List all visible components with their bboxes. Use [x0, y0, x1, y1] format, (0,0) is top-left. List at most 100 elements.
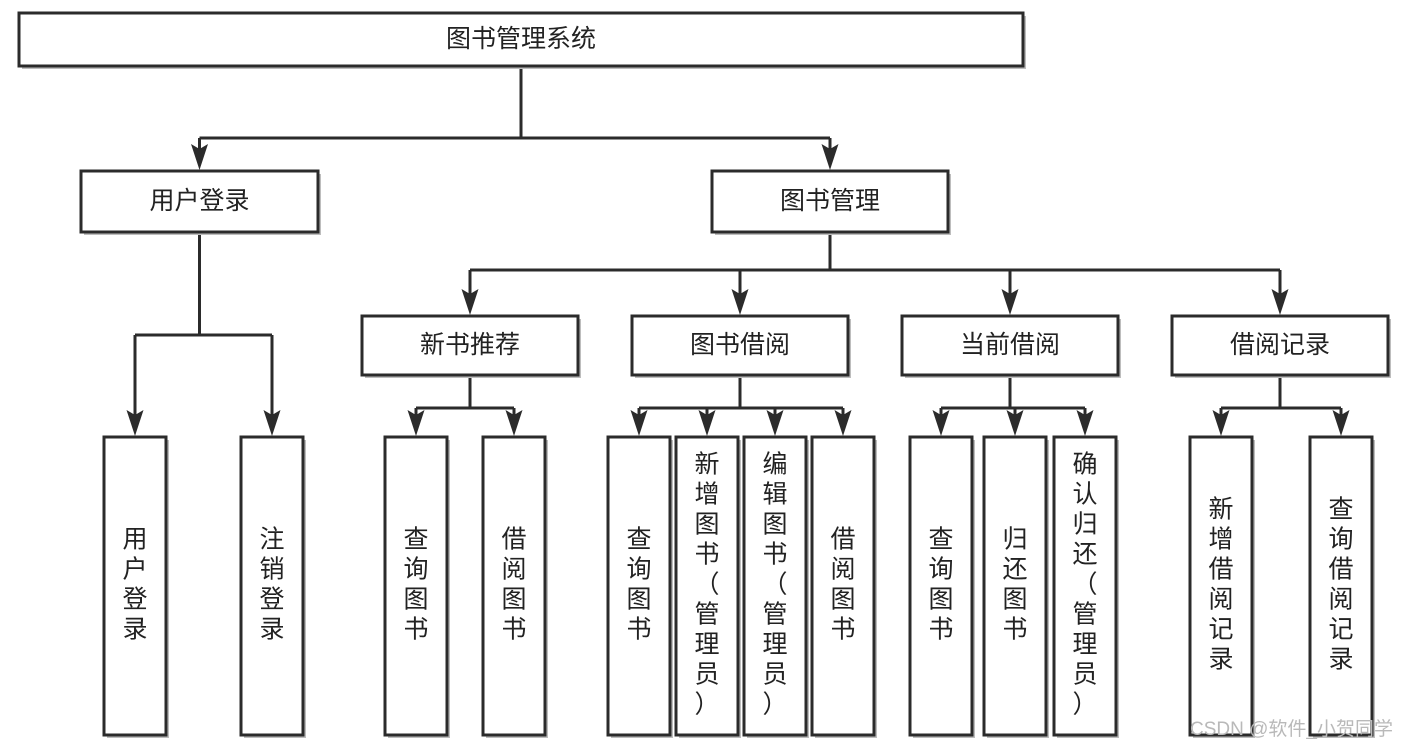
- node-label-char: 询: [1328, 526, 1353, 554]
- node-box[interactable]: [360, 314, 580, 377]
- arrow-head-icon: [821, 144, 839, 170]
- node-label: 用户登录: [149, 187, 249, 215]
- node-label-char: 图: [830, 586, 855, 614]
- node-label-char: 注: [259, 526, 284, 554]
- node-box[interactable]: [674, 435, 740, 737]
- node-label-char: 询: [403, 556, 428, 584]
- node-label-char: 录: [1328, 646, 1353, 674]
- node-label-char: 员: [1072, 661, 1097, 689]
- node-box[interactable]: [79, 169, 320, 234]
- node-box[interactable]: [1170, 314, 1390, 377]
- node-label-char: ）: [762, 691, 787, 719]
- node-label-char: 还: [1072, 541, 1097, 569]
- node-label-char: 查: [1328, 496, 1353, 524]
- node-label-char: 用: [122, 526, 147, 554]
- node-label-char: 书: [1002, 616, 1027, 644]
- node-label-char: 借: [501, 526, 526, 554]
- node-box[interactable]: [1052, 435, 1118, 737]
- node-label-char: （: [1072, 571, 1097, 599]
- node-box[interactable]: [383, 435, 449, 737]
- node-label-char: 登: [122, 586, 147, 614]
- node-label-char: （: [694, 571, 719, 599]
- node-label-char: 书: [626, 616, 651, 644]
- node-label-char: 阅: [830, 556, 855, 584]
- node-box[interactable]: [810, 435, 876, 737]
- node-label-char: 登: [259, 586, 284, 614]
- node-box[interactable]: [630, 314, 850, 377]
- arrow-head-icon: [191, 144, 208, 170]
- node-label-char: 增: [694, 481, 719, 509]
- arrow-head-icon: [698, 410, 716, 436]
- arrow-head-icon: [1332, 410, 1350, 436]
- node-book-borrow[interactable]: 图书借阅: [630, 314, 851, 378]
- node-label-char: 图: [501, 586, 526, 614]
- arrow-head-icon: [1006, 410, 1024, 436]
- node-user-login[interactable]: 用户登录: [79, 169, 321, 235]
- node-label-char: （: [762, 571, 787, 599]
- node-label-char: 编: [762, 451, 787, 479]
- arrow-head-icon: [1212, 410, 1230, 436]
- node-label-char: 书: [830, 616, 855, 644]
- node-label-char: 查: [403, 526, 428, 554]
- node-label-char: 员: [762, 661, 787, 689]
- node-box[interactable]: [908, 435, 974, 737]
- connector-layer: [126, 66, 1350, 436]
- node-new-book-rec[interactable]: 新书推荐: [360, 314, 581, 378]
- arrow-head-icon: [1076, 410, 1094, 436]
- node-label-char: 书: [762, 541, 787, 569]
- node-label-char: 确: [1072, 451, 1097, 479]
- node-box[interactable]: [17, 11, 1025, 68]
- node-label-char: 辑: [762, 481, 787, 509]
- node-label-char: 录: [259, 616, 284, 644]
- node-label-char: 图: [403, 586, 428, 614]
- node-root[interactable]: 图书管理系统: [17, 11, 1026, 69]
- arrow-head-icon: [766, 410, 784, 436]
- node-box[interactable]: [1188, 435, 1254, 737]
- arrow-head-icon: [630, 410, 648, 436]
- node-box[interactable]: [710, 169, 950, 234]
- node-current-borrow[interactable]: 当前借阅: [900, 314, 1121, 378]
- node-label-char: 图: [694, 511, 719, 539]
- node-box[interactable]: [900, 314, 1120, 377]
- node-label-char: 理: [694, 631, 719, 659]
- node-box[interactable]: [239, 435, 305, 737]
- node-label-char: 增: [1208, 526, 1233, 554]
- node-borrow-record[interactable]: 借阅记录: [1170, 314, 1391, 378]
- node-box[interactable]: [982, 435, 1048, 737]
- node-label-char: 归: [1002, 526, 1027, 554]
- node-label: 图书借阅: [690, 331, 790, 359]
- node-label-char: 图: [626, 586, 651, 614]
- node-box[interactable]: [481, 435, 547, 737]
- node-label-char: 记: [1328, 616, 1353, 644]
- node-label-char: ）: [1072, 691, 1097, 719]
- node-box[interactable]: [606, 435, 672, 737]
- node-label-char: 图: [928, 586, 953, 614]
- node-leaf-user-login[interactable]: 用户登录: [102, 435, 169, 738]
- node-label-char: 书: [928, 616, 953, 644]
- node-box[interactable]: [1308, 435, 1374, 737]
- node-box[interactable]: [102, 435, 168, 737]
- node-box[interactable]: [742, 435, 808, 737]
- arrow-head-icon: [932, 410, 950, 436]
- node-label-char: 管: [1072, 601, 1097, 629]
- node-label-char: 认: [1072, 481, 1097, 509]
- node-label: 图书管理系统: [446, 25, 596, 53]
- node-label-char: 记: [1208, 616, 1233, 644]
- node-layer: 图书管理系统用户登录图书管理新书推荐图书借阅当前借阅借阅记录用户登录注销登录查询…: [17, 11, 1391, 738]
- node-label-char: 书: [403, 616, 428, 644]
- node-book-manage[interactable]: 图书管理: [710, 169, 951, 235]
